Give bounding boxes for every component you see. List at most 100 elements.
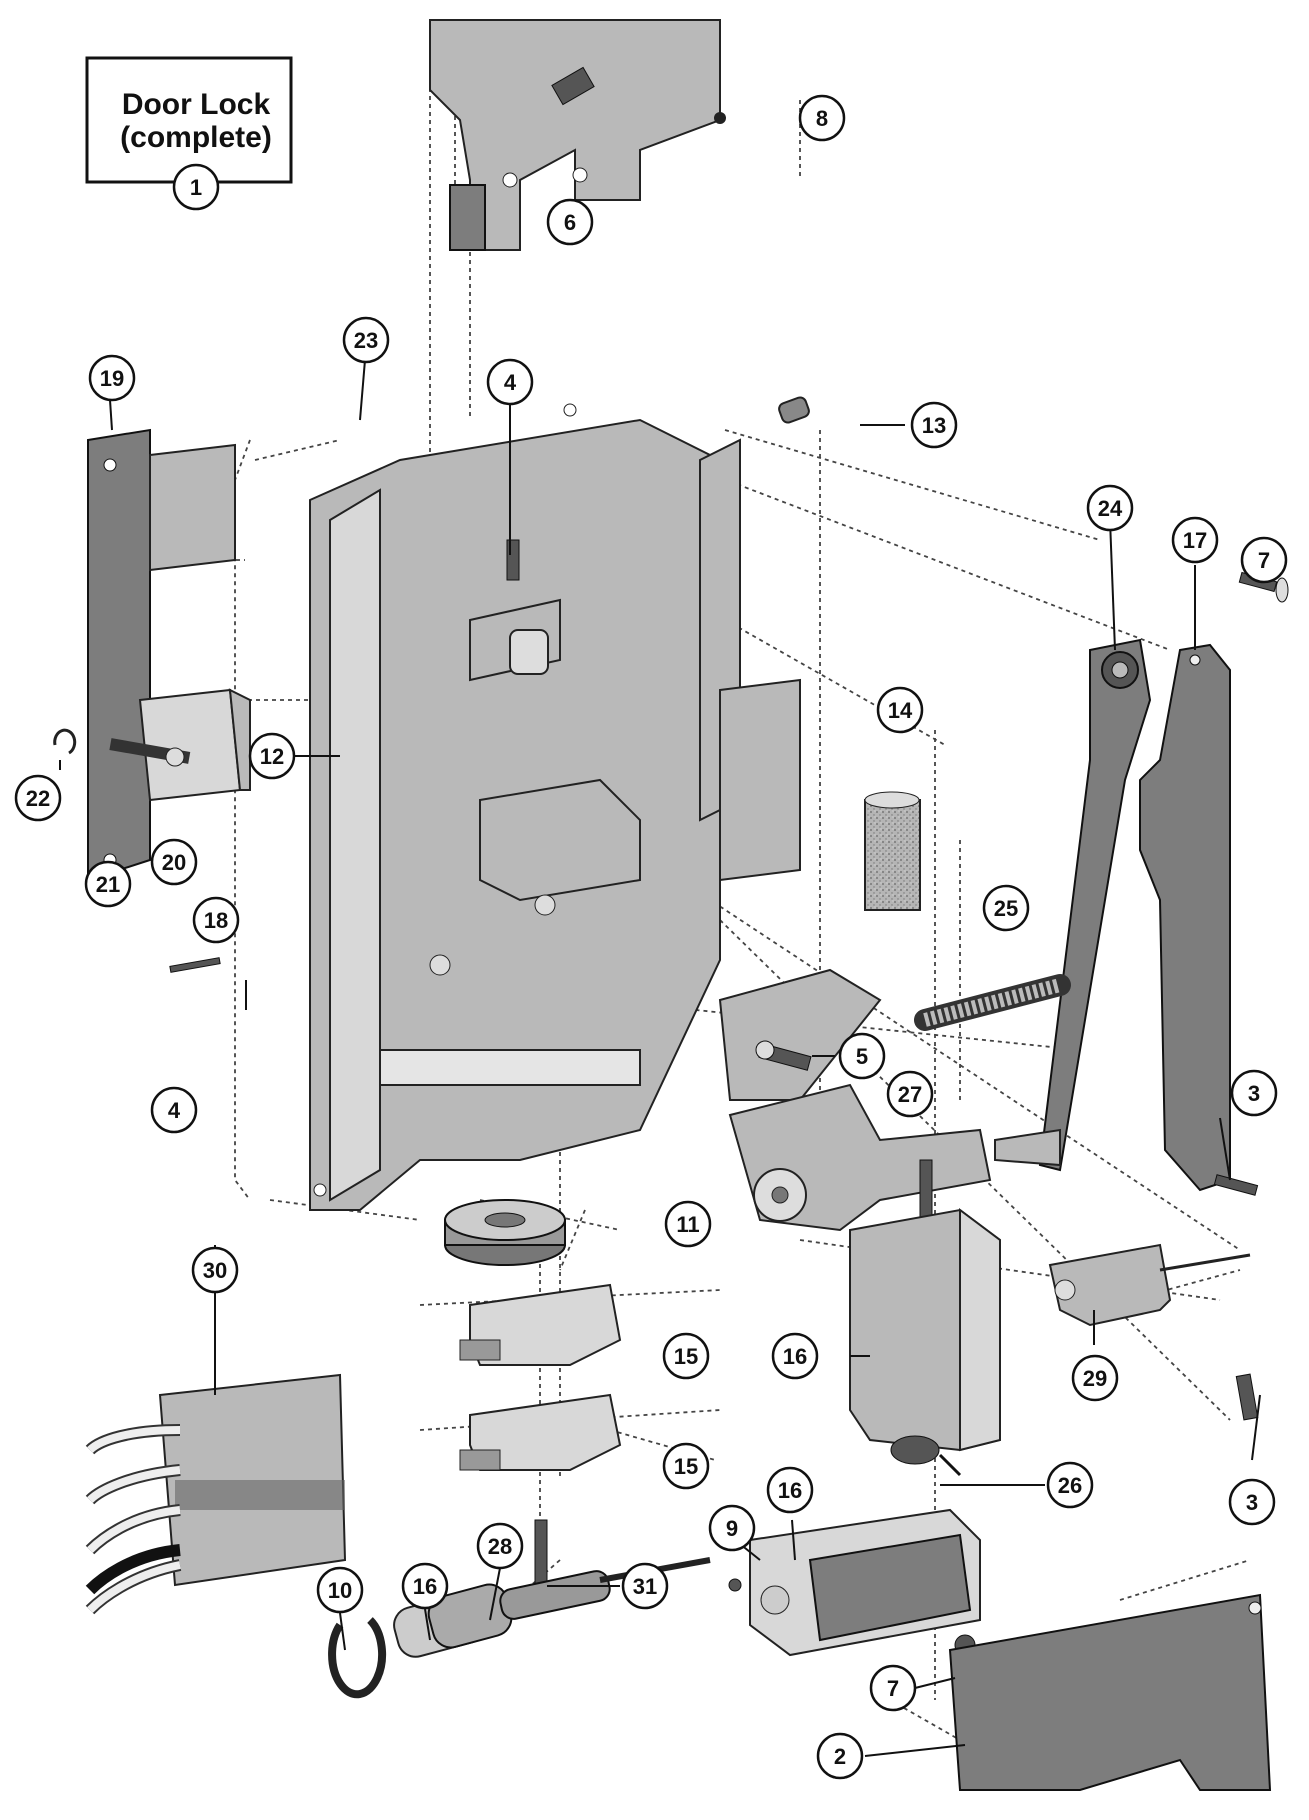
callout-3-lower: 3: [1228, 1478, 1276, 1526]
retaining-ring-part-10: [328, 1617, 387, 1699]
callout-17: 17: [1171, 516, 1219, 564]
callout-31: 31: [621, 1562, 669, 1610]
title-box: Door Lock (complete): [85, 56, 293, 184]
clip-part-22: [53, 728, 77, 755]
micro-switch-part-15-lower: [459, 1393, 622, 1471]
callout-28: 28: [476, 1522, 524, 1570]
callout-2: 2: [816, 1732, 864, 1780]
svg-text:23: 23: [354, 328, 378, 353]
svg-text:8: 8: [816, 106, 828, 131]
pin-part-13: [778, 396, 810, 424]
callout-20: 20: [150, 838, 198, 886]
svg-text:7: 7: [1258, 548, 1270, 573]
callout-15-upper: 15: [662, 1332, 710, 1380]
callout-12: 12: [248, 732, 296, 780]
callout-25: 25: [982, 884, 1030, 932]
callout-16-upper: 16: [771, 1332, 819, 1380]
screw-part-18: [169, 957, 221, 973]
svg-text:11: 11: [676, 1212, 699, 1237]
callout-11: 11: [664, 1200, 712, 1248]
callout-24: 24: [1086, 484, 1134, 532]
callout-5: 5: [838, 1032, 886, 1080]
callout-14: 14: [876, 686, 924, 734]
svg-text:2: 2: [834, 1744, 846, 1769]
callout-16-middle: 16: [766, 1466, 814, 1514]
svg-text:1: 1: [190, 175, 202, 200]
screw-part-3-lower: [1235, 1373, 1259, 1421]
callout-7-bottom: 7: [869, 1664, 917, 1712]
svg-text:22: 22: [26, 786, 50, 811]
lock-bolt-assembly-part-6: [429, 19, 726, 251]
bracket-part-27: [728, 1083, 992, 1241]
callout-21: 21: [84, 860, 132, 908]
svg-text:20: 20: [162, 850, 186, 875]
bottom-plate-part-2: [948, 1593, 1272, 1791]
svg-text:12: 12: [260, 744, 284, 769]
callout-18: 18: [192, 896, 240, 944]
svg-text:26: 26: [1058, 1473, 1082, 1498]
svg-text:3: 3: [1248, 1081, 1260, 1106]
svg-text:18: 18: [204, 908, 228, 933]
callout-16-lower: 16: [401, 1562, 449, 1610]
callout-30: 30: [191, 1246, 239, 1294]
tube-part-14: [864, 791, 921, 911]
svg-text:6: 6: [564, 210, 576, 235]
svg-text:28: 28: [488, 1534, 512, 1559]
title-line-2: (complete): [120, 121, 272, 154]
svg-text:19: 19: [100, 366, 124, 391]
leader-lines: [59, 359, 1261, 1757]
svg-text:21: 21: [96, 872, 120, 897]
callout-3-upper: 3: [1230, 1069, 1278, 1117]
callout-26: 26: [1046, 1461, 1094, 1509]
svg-text:4: 4: [168, 1098, 181, 1123]
callout-9: 9: [708, 1504, 756, 1552]
svg-text:9: 9: [726, 1516, 738, 1541]
callout-27: 27: [886, 1070, 934, 1118]
callout-1: 1: [172, 163, 220, 211]
svg-text:17: 17: [1183, 528, 1207, 553]
svg-text:27: 27: [898, 1082, 922, 1107]
callout-15-lower: 15: [662, 1442, 710, 1490]
callout-8: 8: [798, 94, 846, 142]
svg-text:29: 29: [1083, 1366, 1107, 1391]
svg-text:14: 14: [888, 698, 913, 723]
spring-part-25: [914, 974, 1071, 1031]
screw-part-3-upper: [1213, 1174, 1259, 1196]
solenoid-part-9: [749, 1508, 981, 1657]
pulley-part-11: [444, 1199, 566, 1266]
callout-10: 10: [316, 1566, 364, 1614]
callout-22: 22: [14, 774, 62, 822]
svg-text:25: 25: [994, 896, 1018, 921]
screw-part-5: [755, 1040, 812, 1071]
main-frame-part-23: [309, 403, 882, 1211]
callouts: 1 8 6 23 19 4 13 24 17 7 14 12 22 20 21 …: [14, 94, 1288, 1780]
svg-text:5: 5: [856, 1044, 868, 1069]
svg-text:30: 30: [203, 1258, 227, 1283]
svg-text:16: 16: [413, 1574, 437, 1599]
callout-29: 29: [1071, 1354, 1119, 1402]
svg-text:24: 24: [1098, 496, 1123, 521]
svg-text:13: 13: [922, 413, 946, 438]
side-plate-part-19: [87, 428, 236, 882]
switch-part-20: [109, 688, 251, 802]
solenoid-part-16: [849, 1208, 1001, 1477]
svg-text:15: 15: [674, 1454, 698, 1479]
callout-23: 23: [342, 316, 390, 364]
callout-19: 19: [88, 354, 136, 402]
svg-text:7: 7: [887, 1676, 899, 1701]
svg-text:16: 16: [783, 1344, 807, 1369]
micro-switch-part-15-upper: [459, 1283, 622, 1366]
micro-switch-part-29: [1048, 1243, 1251, 1327]
callout-13: 13: [910, 401, 958, 449]
lever-part-24: [994, 638, 1152, 1172]
title-line-1: Door Lock: [122, 88, 271, 121]
callout-4-bottom: 4: [150, 1086, 198, 1134]
svg-text:4: 4: [504, 370, 517, 395]
svg-text:3: 3: [1246, 1490, 1258, 1515]
svg-text:16: 16: [778, 1478, 802, 1503]
callout-6: 6: [546, 198, 594, 246]
connector-part-30: [85, 1373, 347, 1615]
callout-4-top: 4: [486, 358, 534, 406]
svg-text:31: 31: [633, 1574, 657, 1599]
